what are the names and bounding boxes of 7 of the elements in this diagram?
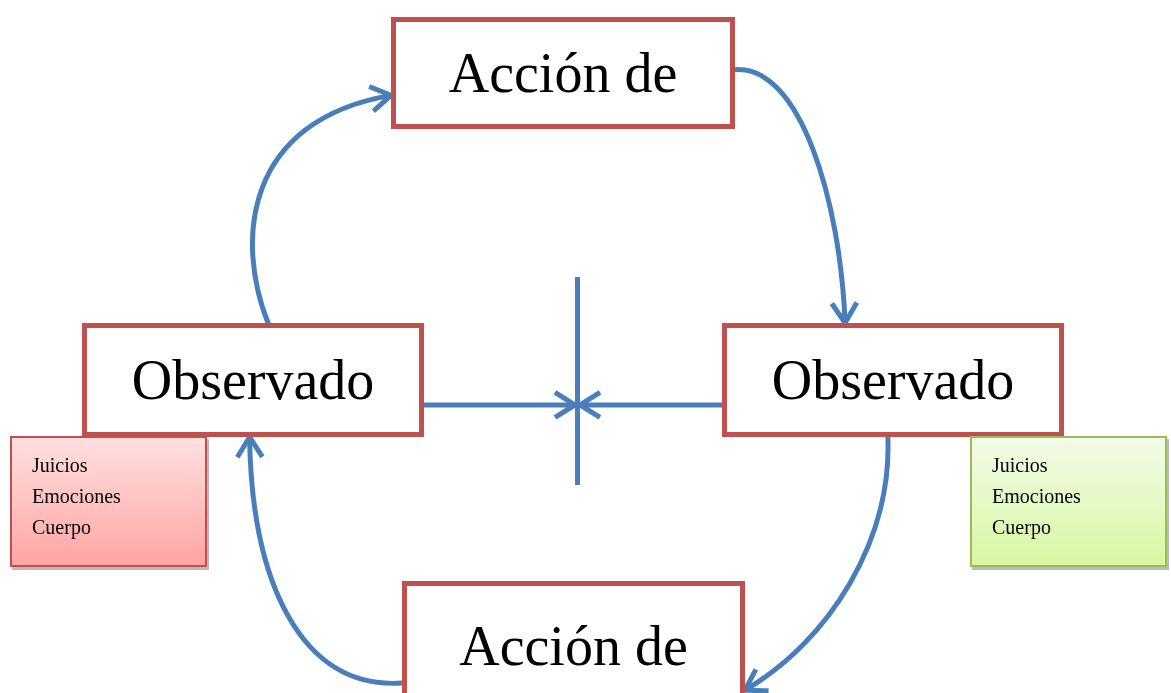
process-box: Acción de [402, 581, 745, 693]
process-box: Observado [82, 323, 424, 437]
note-box: Juicios Emociones Cuerpo [10, 436, 207, 567]
divider-bar [575, 277, 580, 485]
note-box: Juicios Emociones Cuerpo [970, 436, 1167, 567]
process-box: Acción de [391, 17, 735, 129]
process-box: Observado [722, 323, 1064, 437]
